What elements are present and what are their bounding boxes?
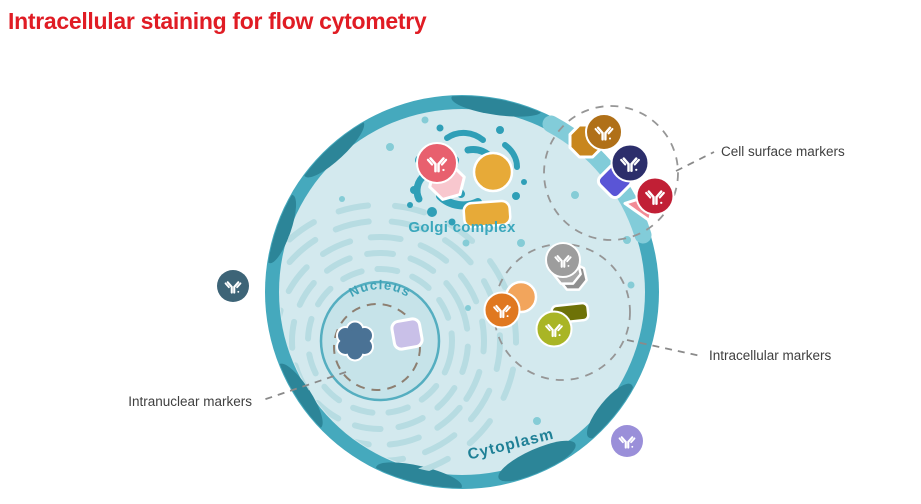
callout-lines xyxy=(259,151,715,402)
nucleus xyxy=(319,280,441,402)
navy-antibody xyxy=(610,143,650,183)
purple-free-antibody xyxy=(611,425,643,457)
gray-antibody xyxy=(545,242,581,278)
slate-free-antibody xyxy=(217,270,249,302)
golgi-label: Golgi complex xyxy=(408,219,516,236)
golgi-antibody xyxy=(416,142,458,184)
intracellular-markers-label: Intracellular markers xyxy=(709,348,832,363)
orange-antibody xyxy=(483,291,521,329)
golgi-yellow-rect-antigen xyxy=(462,199,512,229)
golgi-yellow-circle-antigen xyxy=(472,151,514,193)
cytoplasm-interior xyxy=(279,109,645,475)
golgi-complex: Golgi complex xyxy=(407,124,527,236)
cell-surface-dashed-circle xyxy=(543,105,679,241)
page-title: Intracellular staining for flow cytometr… xyxy=(8,8,427,34)
ochre-antibody xyxy=(585,113,623,151)
intranuclear-square-antigen xyxy=(390,317,424,351)
intranuclear-dashed-circle xyxy=(333,303,421,391)
olive-antibody xyxy=(535,310,573,348)
intracellular-markers-group xyxy=(483,242,631,381)
intranuclear-callout-line xyxy=(259,371,347,402)
intranuclear-markers-label: Intranuclear markers xyxy=(128,394,252,409)
red-antibody xyxy=(635,176,675,216)
cytoplasm-dots xyxy=(339,116,635,425)
cell-surface-markers-label: Cell surface markers xyxy=(721,144,845,159)
cell-surface-markers-group xyxy=(543,105,679,241)
nucleus-label: Nucleus xyxy=(346,277,413,300)
cell-surface-callout-line xyxy=(675,151,715,172)
intranuclear-flower-antigen xyxy=(336,320,374,362)
